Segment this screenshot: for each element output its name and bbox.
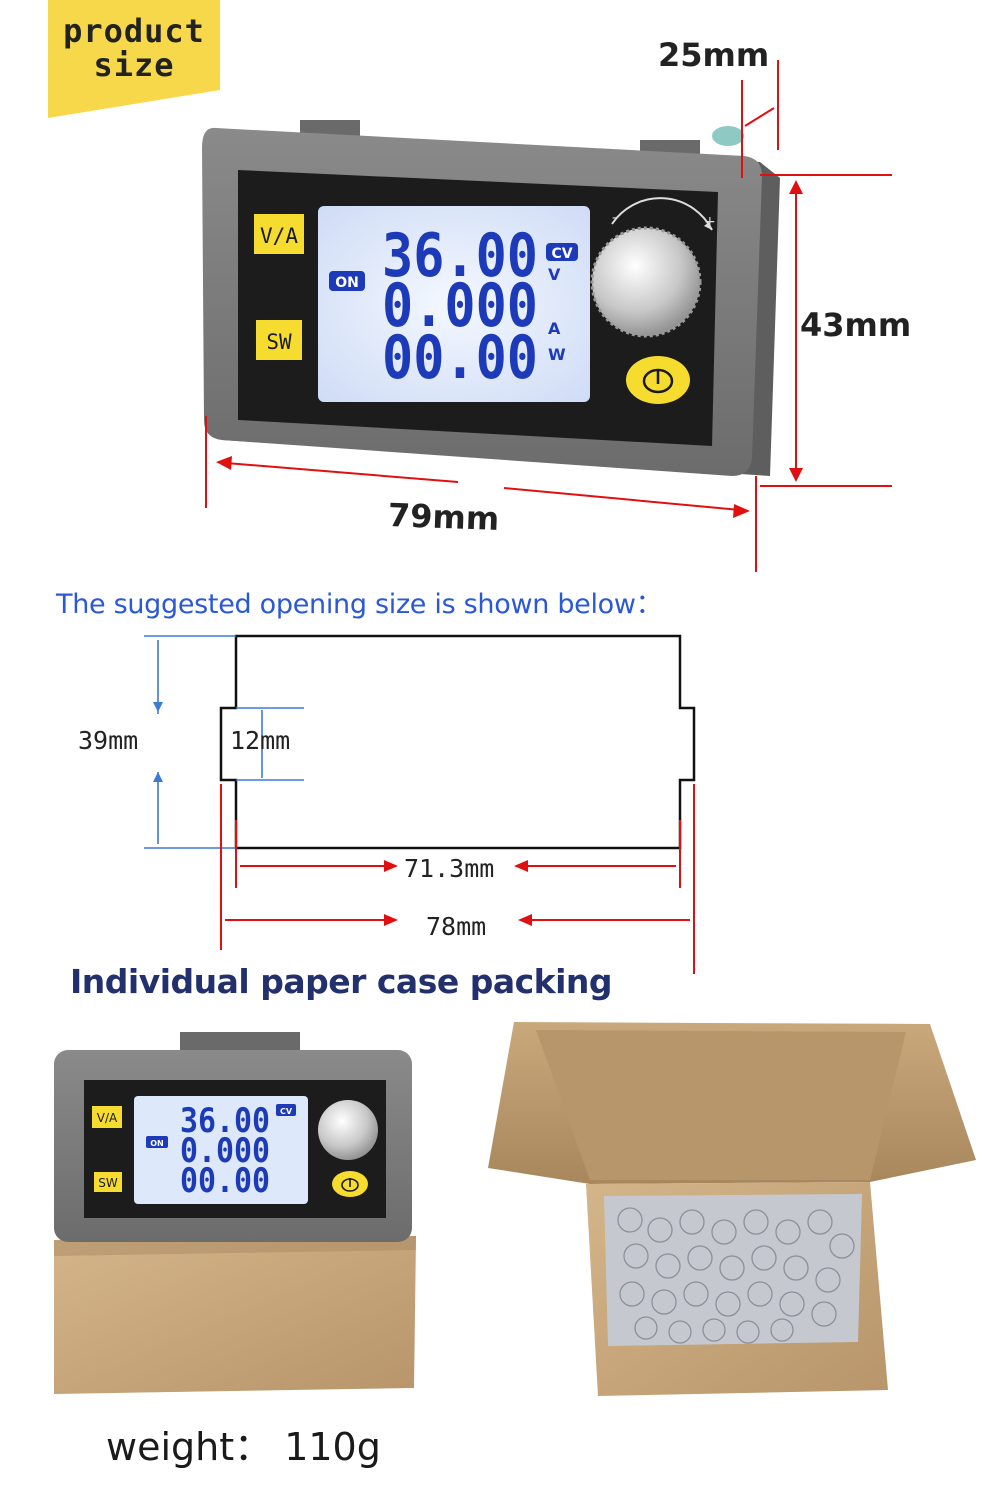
small-power-icon (341, 1178, 359, 1192)
tag-line-2: size (93, 46, 175, 84)
case-clip (300, 120, 360, 136)
opening-diagram (144, 634, 696, 974)
left-box (54, 1236, 416, 1394)
knob-plus: + (704, 214, 716, 230)
product-size-tag-text: product size (48, 14, 220, 82)
small-cv-label: CV (280, 1107, 293, 1116)
current-readout: 0.000 (382, 271, 538, 341)
bubble-wrap (604, 1194, 862, 1346)
sw-button[interactable] (256, 320, 302, 360)
dimension-lines (205, 60, 892, 572)
tag-line-1: product (63, 12, 205, 50)
small-cv-badge (276, 1104, 296, 1116)
small-sw-label: SW (98, 1176, 118, 1190)
red-dimension-lines (220, 784, 695, 974)
opening-height: 39mm (78, 726, 139, 755)
device-illustration: V/A SW ON 36.00 0.000 00.00 CV V A W - + (202, 60, 892, 572)
bubble-wrap-texture (617, 1207, 855, 1344)
knob-shaft (712, 126, 744, 146)
sw-button-label: SW (266, 330, 292, 354)
packing-title: Individual paper case packing (70, 962, 613, 1001)
opening-size-title: The suggested opening size is shown belo… (56, 589, 663, 620)
knob-arc (611, 197, 713, 231)
knob-arc-arrow (704, 222, 712, 230)
knob-knurl (590, 226, 702, 338)
small-on-badge (146, 1136, 168, 1148)
unit-w: W (548, 345, 566, 364)
small-lcd (134, 1096, 308, 1204)
power-readout: 00.00 (382, 323, 538, 393)
small-sw-button (94, 1172, 122, 1192)
adjust-knob[interactable] (592, 228, 700, 336)
cv-badge-label: CV (551, 246, 572, 262)
small-va-label: V/A (97, 1111, 118, 1125)
opening-notch: 12mm (230, 726, 291, 755)
cv-badge (546, 243, 578, 261)
va-button-label: V/A (260, 224, 298, 248)
knob-minus: - (612, 210, 617, 226)
va-button[interactable] (254, 214, 304, 254)
small-va-button (92, 1106, 122, 1128)
on-badge-label: ON (335, 275, 359, 291)
opening-inner-width: 71.3mm (404, 854, 495, 883)
voltage-readout: 36.00 (382, 221, 538, 291)
opening-outer-width: 78mm (426, 912, 487, 941)
on-badge (329, 271, 365, 291)
lcd-screen (318, 206, 590, 402)
depth-dimension: 25mm (658, 36, 770, 74)
small-case-clip (180, 1032, 300, 1052)
open-box-back (536, 1030, 906, 1180)
unit-v: V (548, 265, 561, 284)
small-current: 0.000 (180, 1131, 270, 1171)
small-power: 00.00 (180, 1161, 270, 1201)
small-on-label: ON (150, 1139, 164, 1148)
height-dimension: 43mm (800, 306, 912, 344)
unit-a: A (548, 319, 561, 338)
small-voltage: 36.00 (180, 1101, 270, 1141)
weight-label: weight： 110g (106, 1425, 381, 1469)
blue-dimension-lines (144, 635, 304, 849)
small-knob (318, 1100, 378, 1160)
power-icon (642, 368, 674, 394)
